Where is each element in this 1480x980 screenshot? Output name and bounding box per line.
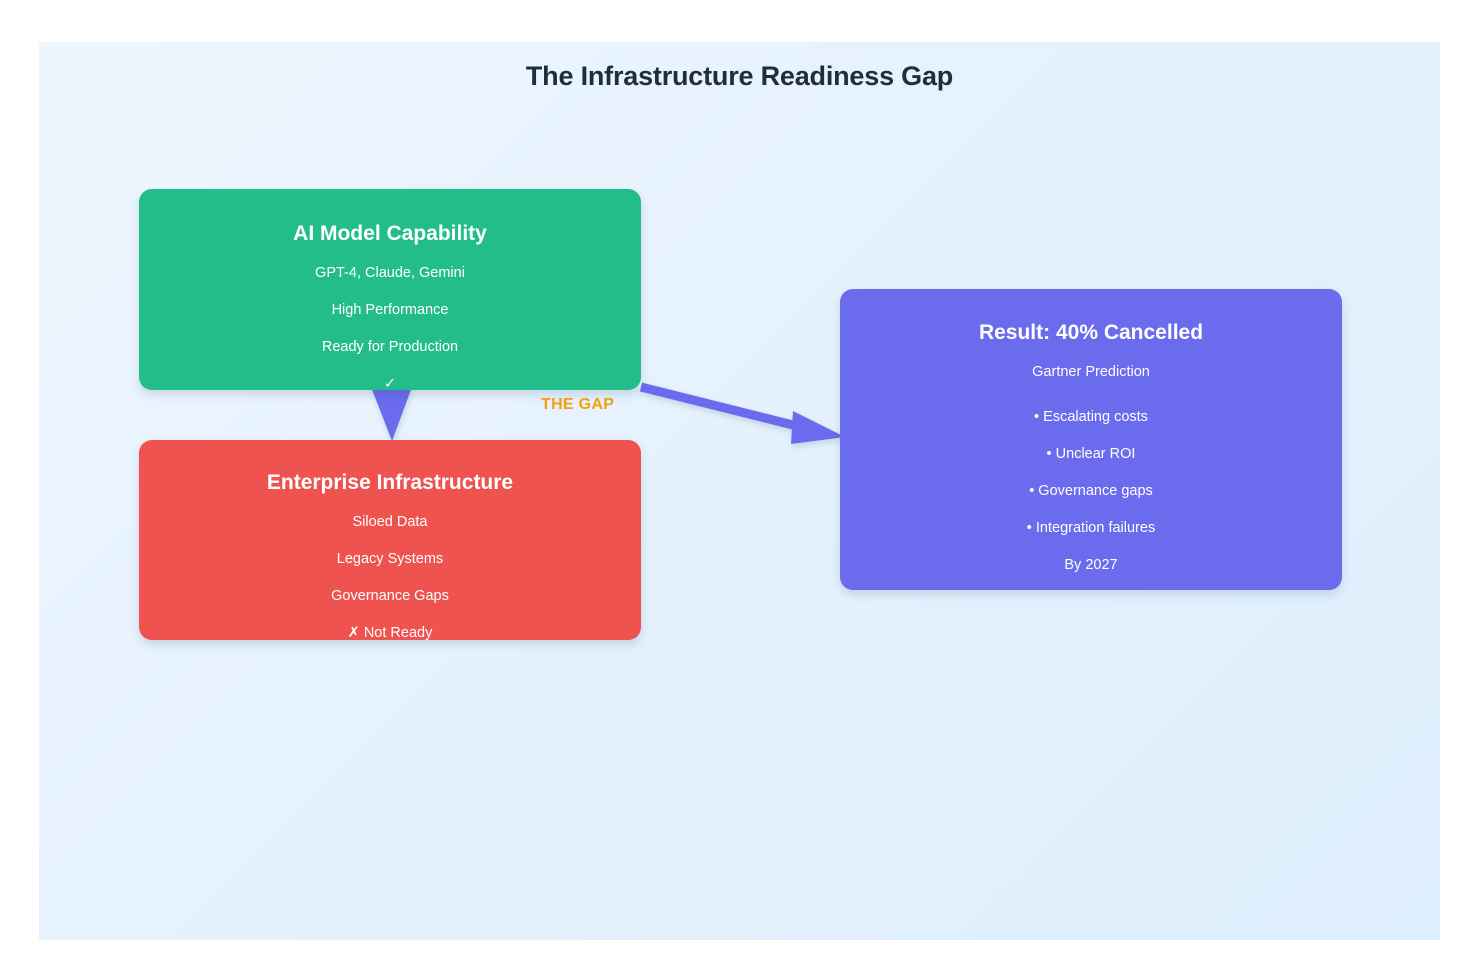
list-item: • Governance gaps <box>1029 482 1153 499</box>
list-item: • Unclear ROI <box>1046 445 1136 462</box>
node-result-bullet-list: • Escalating costs • Unclear ROI • Gover… <box>840 409 1342 537</box>
list-item: • Integration failures <box>1026 519 1156 536</box>
node-enterprise-infrastructure[interactable]: Enterprise Infrastructure Siloed Data Le… <box>139 440 641 640</box>
node-capability-title: AI Model Capability <box>293 222 487 245</box>
node-result-footer: By 2027 <box>1064 556 1118 573</box>
check-icon: ✓ <box>383 375 397 390</box>
gap-label: THE GAP <box>541 396 615 413</box>
node-capability-line-1: GPT-4, Claude, Gemini <box>315 265 465 282</box>
cross-icon-not-ready: ✗ Not Ready <box>347 624 433 640</box>
page-title: The Infrastructure Readiness Gap <box>525 61 954 91</box>
node-result-cancelled[interactable]: Result: 40% Cancelled Gartner Prediction… <box>840 289 1342 590</box>
node-infrastructure-line-2: Legacy Systems <box>336 551 444 568</box>
node-infrastructure-line-3: Governance Gaps <box>331 587 449 604</box>
node-result-subtitle: Gartner Prediction <box>1032 364 1150 381</box>
node-infrastructure-line-1: Siloed Data <box>352 514 428 531</box>
node-result-title: Result: 40% Cancelled <box>978 321 1204 344</box>
node-capability-line-3: Ready for Production <box>321 338 459 355</box>
node-ai-model-capability[interactable]: AI Model Capability GPT-4, Claude, Gemin… <box>139 189 641 390</box>
node-infrastructure-title: Enterprise Infrastructure <box>266 471 514 494</box>
node-capability-line-2: High Performance <box>331 302 449 319</box>
list-item: • Escalating costs <box>1034 409 1148 426</box>
